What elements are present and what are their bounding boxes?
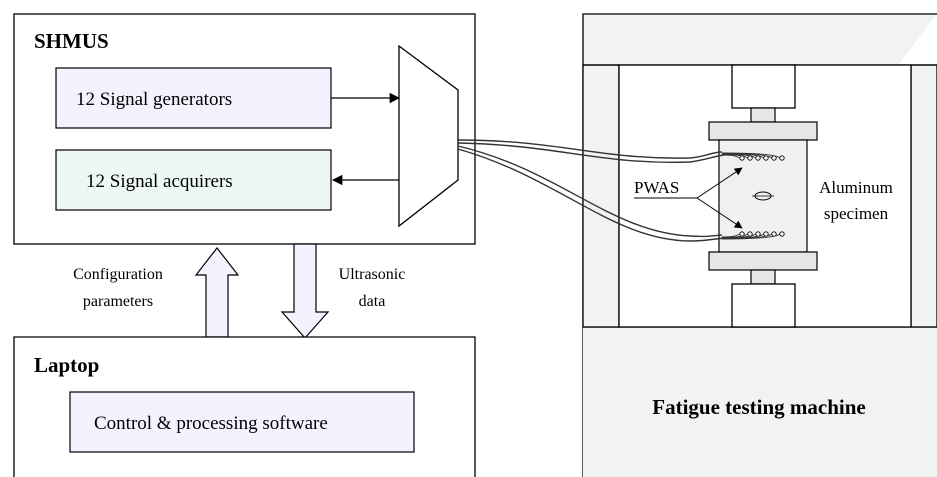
signal-generators-label: 12 Signal generators [76, 89, 232, 110]
bottom-sensor-6 [779, 231, 785, 237]
software-box [69, 391, 415, 453]
fatigue-machine: Fatigue testing machine [582, 13, 937, 477]
specimen-label-1: Aluminum [819, 178, 893, 197]
pwas-bottom-row [739, 231, 785, 237]
shmus-block: SHMUS 12 Signal generators 12 Signal acq… [13, 13, 476, 245]
upper-grip [708, 121, 818, 141]
multiplexer-shape [398, 44, 459, 228]
signal-acquirers-label: 12 Signal acquirers [86, 171, 233, 192]
specimen-label-2: specimen [824, 204, 889, 223]
bottom-sensor-wire-6 [721, 233, 781, 240]
central-hole [752, 191, 774, 201]
shmus-title: SHMUS [34, 29, 109, 53]
machine-title: Fatigue testing machine [652, 395, 865, 419]
upper-grip-stem [750, 107, 776, 123]
cable-1 [457, 139, 723, 159]
top-sensor-wire-6 [721, 152, 781, 159]
cable-2 [457, 142, 725, 164]
cable-3 [457, 145, 723, 238]
signal-generators-box [55, 67, 332, 129]
ultrasonic-data-arrow [280, 243, 330, 339]
laptop-title: Laptop [34, 353, 99, 377]
sensor-wires [721, 152, 781, 240]
software-label: Control & processing software [94, 413, 328, 434]
top-sensor-6 [779, 155, 785, 161]
machine-base [583, 327, 937, 477]
machine-right-column [910, 64, 937, 328]
ultrasonic-label-1: Ultrasonic [339, 266, 406, 283]
cable-4 [457, 148, 725, 242]
upper-actuator [731, 64, 796, 109]
pwas-label: PWAS [634, 178, 679, 197]
pwas-arrow-bottom [696, 197, 743, 229]
pwas-arrow-top [696, 167, 743, 199]
configuration-label-1: Configuration [73, 266, 163, 283]
lower-actuator [731, 283, 796, 328]
lower-grip-stem [750, 269, 776, 285]
configuration-arrow [194, 247, 240, 338]
lower-grip [708, 251, 818, 271]
ultrasonic-label-2: data [359, 293, 386, 310]
cable-bundle [457, 139, 725, 242]
machine-left-column [582, 64, 620, 328]
configuration-label-2: parameters [83, 293, 153, 310]
signal-acquirers-box [55, 149, 332, 211]
laptop-block: Laptop Control & processing software [13, 336, 476, 477]
